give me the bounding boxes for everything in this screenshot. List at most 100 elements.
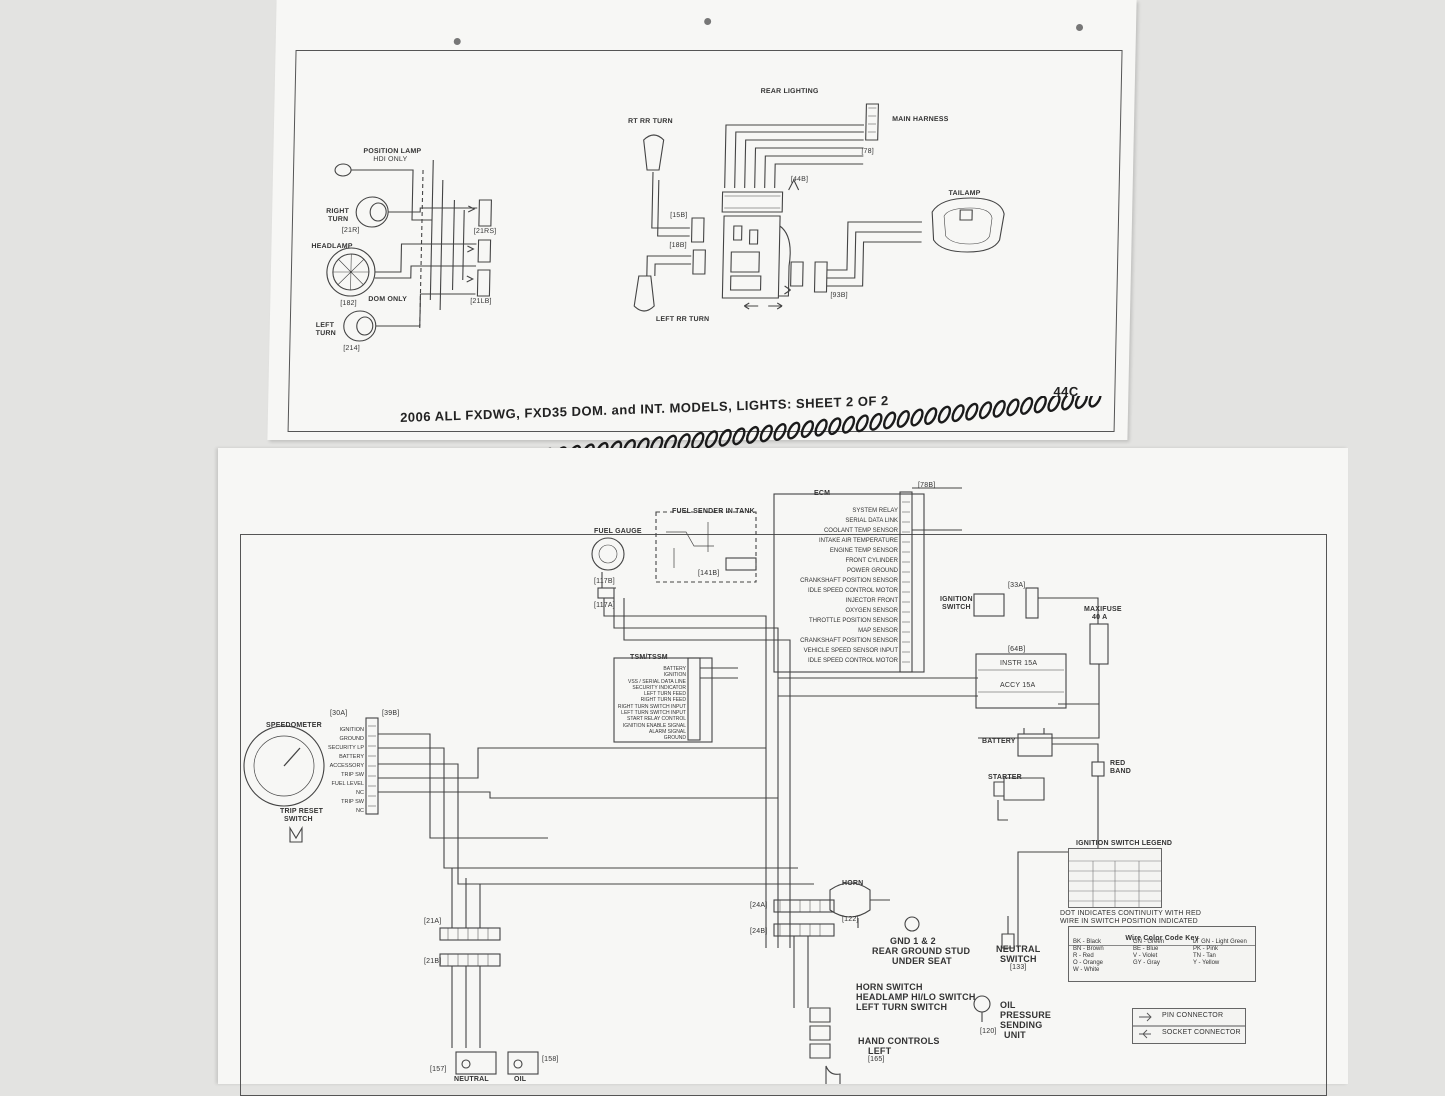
spiral-coil xyxy=(1033,396,1047,414)
trip-reset-label: TRIP RESET xyxy=(280,808,324,815)
ecm-function: THROTTLE POSITION SENSOR xyxy=(808,618,898,624)
maxi-fuse-label: MAXIFUSE xyxy=(1084,606,1122,613)
ecm-function: IDLE SPEED CONTROL MOTOR xyxy=(807,658,898,664)
ref-21rs: [21RS] xyxy=(473,228,497,235)
wire-color-entry: R - Red xyxy=(1073,953,1094,959)
tsm-function: BATTERY xyxy=(663,666,686,672)
fuse-instr-label: INSTR 15A xyxy=(1000,660,1038,667)
tsm-function: IGNITION ENABLE SIGNAL xyxy=(622,722,686,729)
starter-label: STARTER xyxy=(988,774,1022,781)
spiral-coil xyxy=(800,420,815,439)
ref-44b: [44B] xyxy=(790,176,809,183)
spiral-coil xyxy=(814,418,828,437)
right-turn-label-2: TURN xyxy=(327,216,349,223)
oil-pressure-label-2: PRESSURE xyxy=(1000,1010,1052,1020)
oil-pressure-label-3: SENDING xyxy=(1000,1020,1043,1030)
spiral-coil xyxy=(937,405,952,424)
spiral-coil xyxy=(978,401,993,420)
spiral-coil xyxy=(1047,396,1061,412)
maxi-fuse-label-2: 40 A xyxy=(1092,614,1108,621)
headlamp-label: HEADLAMP xyxy=(311,243,353,250)
spiral-coil xyxy=(951,404,965,423)
ref-93b: [93B] xyxy=(830,292,848,299)
ecm-function: FRONT CYLINDER xyxy=(845,558,898,564)
ref-21r: [21R] xyxy=(341,227,360,234)
tsm-function: IGNITION xyxy=(663,672,686,679)
battery-label: BATTERY xyxy=(982,738,1016,745)
spiral-coil xyxy=(704,430,719,449)
ref-141b: [141B] xyxy=(698,570,720,577)
wire-color-entry: BK - Black xyxy=(1073,939,1102,945)
ref-21lb: [21LB] xyxy=(470,298,492,305)
ground-label: GND 1 & 2 xyxy=(890,936,936,946)
ref-24b: [24B] xyxy=(750,928,768,935)
lower-wiring-sheet: FUEL GAUGE FUEL SENDER IN TANK ECM SYSTE… xyxy=(218,448,1348,1096)
ref-30a: [30A] xyxy=(330,710,348,717)
ground-label-3: UNDER SEAT xyxy=(892,956,952,966)
tsm-function: GROUND xyxy=(663,735,686,742)
left-turn-label: LEFT xyxy=(315,322,335,329)
ecm-function: POWER GROUND xyxy=(847,568,898,574)
ref-39b: [39B] xyxy=(382,710,400,717)
spiral-coil xyxy=(992,399,1006,418)
ref-18b: [18B] xyxy=(669,242,687,249)
tsm-function: RIGHT TURN SWITCH INPUT xyxy=(617,703,686,710)
ecm-function: VEHICLE SPEED SENSOR INPUT xyxy=(803,648,898,654)
ecm-function: MAP SENSOR xyxy=(858,628,898,634)
wire-color-entry: BE - Blue xyxy=(1133,946,1159,952)
wire-color-key-title: Wire Color Code Key xyxy=(1125,935,1199,942)
spiral-coil xyxy=(759,424,773,443)
ref-182: [182] xyxy=(340,300,357,307)
ecm-label: ECM xyxy=(814,490,831,497)
wire-color-entry: TN - Tan xyxy=(1193,953,1216,959)
ref-158: [158] xyxy=(542,1056,559,1063)
left-rr-turn-label: LEFT RR TURN xyxy=(655,316,710,323)
upper-wiring-sheet: POSITION LAMP HDI ONLY RIGHT TURN [21R] … xyxy=(267,0,1137,440)
spiral-coil xyxy=(1074,396,1089,410)
ignition-legend-note-2: WIRE IN SWITCH POSITION INDICATED xyxy=(1060,918,1198,925)
fuel-gauge-label: FUEL GAUGE xyxy=(594,528,642,535)
ref-78b: [78B] xyxy=(918,482,936,489)
speedo-function: TRIP SW xyxy=(341,799,364,805)
right-turn-label: RIGHT xyxy=(326,208,350,215)
speedo-function: SECURITY LP xyxy=(328,745,364,751)
spiral-coil xyxy=(787,421,801,440)
hand-controls-label-2: LEFT xyxy=(868,1046,892,1056)
speedo-function: BATTERY xyxy=(339,754,364,760)
speedo-function: NC xyxy=(356,790,364,796)
speedometer-label: SPEEDOMETER xyxy=(266,722,322,729)
wire-color-entry: PK - Pink xyxy=(1193,946,1219,952)
fuel-sender-label: FUEL SENDER IN TANK xyxy=(672,508,755,515)
ref-15b: [15B] xyxy=(670,212,688,219)
wire-color-entry: GY - Gray xyxy=(1133,960,1160,966)
rear-lighting-label: REAR LIGHTING xyxy=(760,88,819,95)
wire-color-entry: O - Orange xyxy=(1073,960,1104,966)
tsm-function: START RELAY CONTROL xyxy=(627,716,686,723)
left-turn-label-2: TURN xyxy=(315,330,336,337)
neutral-lamp-label: NEUTRAL xyxy=(454,1076,489,1083)
ecm-function: INJECTOR FRONT xyxy=(845,598,898,604)
ignition-legend-grid xyxy=(1069,860,1161,907)
spiral-coil xyxy=(910,408,924,427)
ecm-function: CRANKSHAFT POSITION SENSOR xyxy=(800,638,898,644)
ref-133: [133] xyxy=(1010,964,1027,971)
spiral-coil xyxy=(882,411,897,430)
ref-165: [165] xyxy=(868,1056,885,1063)
ref-122: [122] xyxy=(842,916,859,923)
spiral-coil xyxy=(1088,396,1102,408)
spiral-coil xyxy=(828,417,842,436)
oil-pressure-label-4: UNIT xyxy=(1004,1030,1026,1040)
spiral-coil xyxy=(924,407,938,426)
hand-controls-label: HAND CONTROLS xyxy=(858,1036,940,1046)
wire-color-entry: BN - Brown xyxy=(1073,946,1104,952)
position-lamp-label: POSITION LAMP xyxy=(363,148,422,155)
spiral-coil xyxy=(1061,396,1075,411)
tsm-function: VSS / SERIAL DATA LINE xyxy=(628,678,686,685)
ecm-function: CRANKSHAFT POSITION SENSOR xyxy=(800,578,898,584)
ecm-function: SYSTEM RELAY xyxy=(852,508,898,514)
wire-color-entry: W - White xyxy=(1073,967,1100,973)
horn-switch-label: HORN SWITCH xyxy=(856,982,923,992)
ecm-function: IDLE SPEED CONTROL MOTOR xyxy=(807,588,898,594)
